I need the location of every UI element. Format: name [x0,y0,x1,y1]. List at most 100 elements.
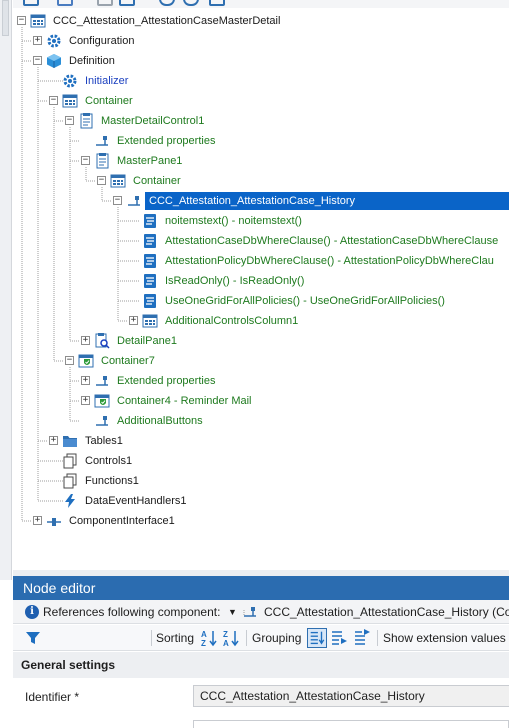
expand-toggle[interactable]: + [33,35,42,45]
tree-node-label: MasterPane1 [117,155,183,167]
tree-node-label: ComponentInterface1 [69,515,175,527]
svg-text:Z: Z [223,630,228,639]
tree-node-label: Container7 [101,355,155,367]
collapse-toggle[interactable]: − [97,175,106,185]
tree-node-label: noitemstext() - noitemstext() [165,215,302,227]
toolbar-button-5[interactable] [159,0,175,6]
grid-icon [62,94,78,108]
collapse-toggle[interactable]: − [65,115,74,125]
filter-icon[interactable] [25,630,41,646]
panel-splitter[interactable] [13,570,509,576]
expand-toggle[interactable]: + [33,515,42,525]
connector-icon [96,376,108,386]
svg-text:Z: Z [201,639,206,648]
tree-node-label: DataEventHandlers1 [85,495,187,507]
sort-descending-icon[interactable]: ZA [221,628,241,648]
svg-text:A: A [223,639,229,648]
toolbar-button-2[interactable] [57,0,73,6]
expand-toggle[interactable]: + [81,335,90,345]
toolbar-separator [246,630,247,646]
identifier-field[interactable]: CCC_Attestation_AttestationCase_History [193,685,509,707]
group-expand-icon[interactable] [329,628,349,648]
tree-node-label: DetailPane1 [117,335,177,347]
toolbar-button-3[interactable] [97,0,113,6]
folder-icon [63,436,77,447]
info-icon: i [25,605,39,619]
group-collapse-icon[interactable] [352,628,372,648]
toolbar-button-7[interactable] [209,0,225,6]
tree-node-label: Container4 - Reminder Mail [117,395,252,407]
gear-icon [63,74,77,88]
toolbar-separator [151,630,152,646]
tree-node-label: Container [85,95,133,107]
identifier-label: Identifier * [25,690,80,704]
tree-node-label: Container [133,175,181,187]
pages-icon [63,473,77,489]
search-icon[interactable] [183,0,199,6]
show-extension-values-button[interactable]: Show extension values [383,631,506,645]
expand-toggle[interactable]: + [81,395,90,405]
grouping-label: Grouping [252,631,302,645]
collapse-toggle[interactable]: − [49,95,58,105]
tree-node-label: Tables1 [85,435,123,447]
script-icon [144,274,156,288]
tree-node-label: AdditionalButtons [117,415,203,427]
tree-node-history-selected[interactable]: − CCC_Attestation_AttestationCase_Histor… [13,191,509,211]
dropdown-arrow-icon[interactable]: ▼ [228,607,237,617]
identifier-row: Identifier * CCC_Attestation_Attestation… [13,680,509,714]
script-icon [144,234,156,248]
script-icon [144,254,156,268]
tree-node-label: Functions1 [85,475,139,487]
lightning-icon [65,494,75,508]
next-field[interactable] [193,720,509,728]
tree-node-label: Initializer [85,75,129,87]
tree-node-label: AdditionalControlsColumn1 [165,315,299,327]
tree-node-label: CCC_Attestation_AttestationCase_History [145,192,509,210]
tree-lines [21,27,140,522]
component-tree[interactable]: − CCC_Attestation_AttestationCaseMasterD… [13,8,509,570]
grid-icon [110,174,126,188]
tree-node-label: IsReadOnly() - IsReadOnly() [165,275,305,287]
toolbar-button-1[interactable] [23,0,39,6]
references-label: References following component: [43,605,221,619]
cube-icon [47,54,61,68]
tree-node-label: CCC_Attestation_AttestationCaseMasterDet… [53,15,281,27]
connector-icon [96,416,108,426]
sort-ascending-icon[interactable]: AZ [199,628,219,648]
top-toolbar [13,0,509,8]
left-side-tab-strip [0,0,12,580]
form-icon [96,153,109,169]
side-tab[interactable] [2,0,9,36]
expand-toggle[interactable]: + [129,315,138,325]
collapse-toggle[interactable]: − [65,355,74,365]
tree-node-label: Configuration [69,35,135,47]
script-icon [144,294,156,308]
grid-icon [30,14,46,28]
grid-shield-icon [78,354,94,368]
collapse-toggle[interactable]: − [17,15,26,25]
toolbar-button-4[interactable] [119,0,135,6]
group-list-icon[interactable] [307,628,327,648]
references-value[interactable]: CCC_Attestation_AttestationCase_History … [264,605,509,619]
tree-node-label: MasterDetailControl1 [101,115,205,127]
gear-icon [47,34,61,48]
sorting-label: Sorting [156,631,195,645]
form-icon [80,113,93,129]
collapse-toggle[interactable]: − [33,55,42,65]
connector-icon [47,518,61,526]
collapse-toggle[interactable]: − [113,195,122,205]
connector-icon [128,196,140,206]
form-search-icon [95,333,110,349]
tree-node-label: AttestationPolicyDbWhereClause() - Attes… [165,255,494,267]
connector-icon [243,607,256,617]
tree-node-label: Controls1 [85,455,133,467]
general-settings-header[interactable]: General settings [13,652,509,678]
expand-toggle[interactable]: + [81,375,90,385]
collapse-toggle[interactable]: − [81,155,90,165]
svg-text:A: A [201,630,207,639]
tree-node-label: Definition [69,55,115,67]
tree-node-label: Extended properties [117,135,216,147]
expand-toggle[interactable]: + [49,435,58,445]
grid-icon [142,314,158,328]
